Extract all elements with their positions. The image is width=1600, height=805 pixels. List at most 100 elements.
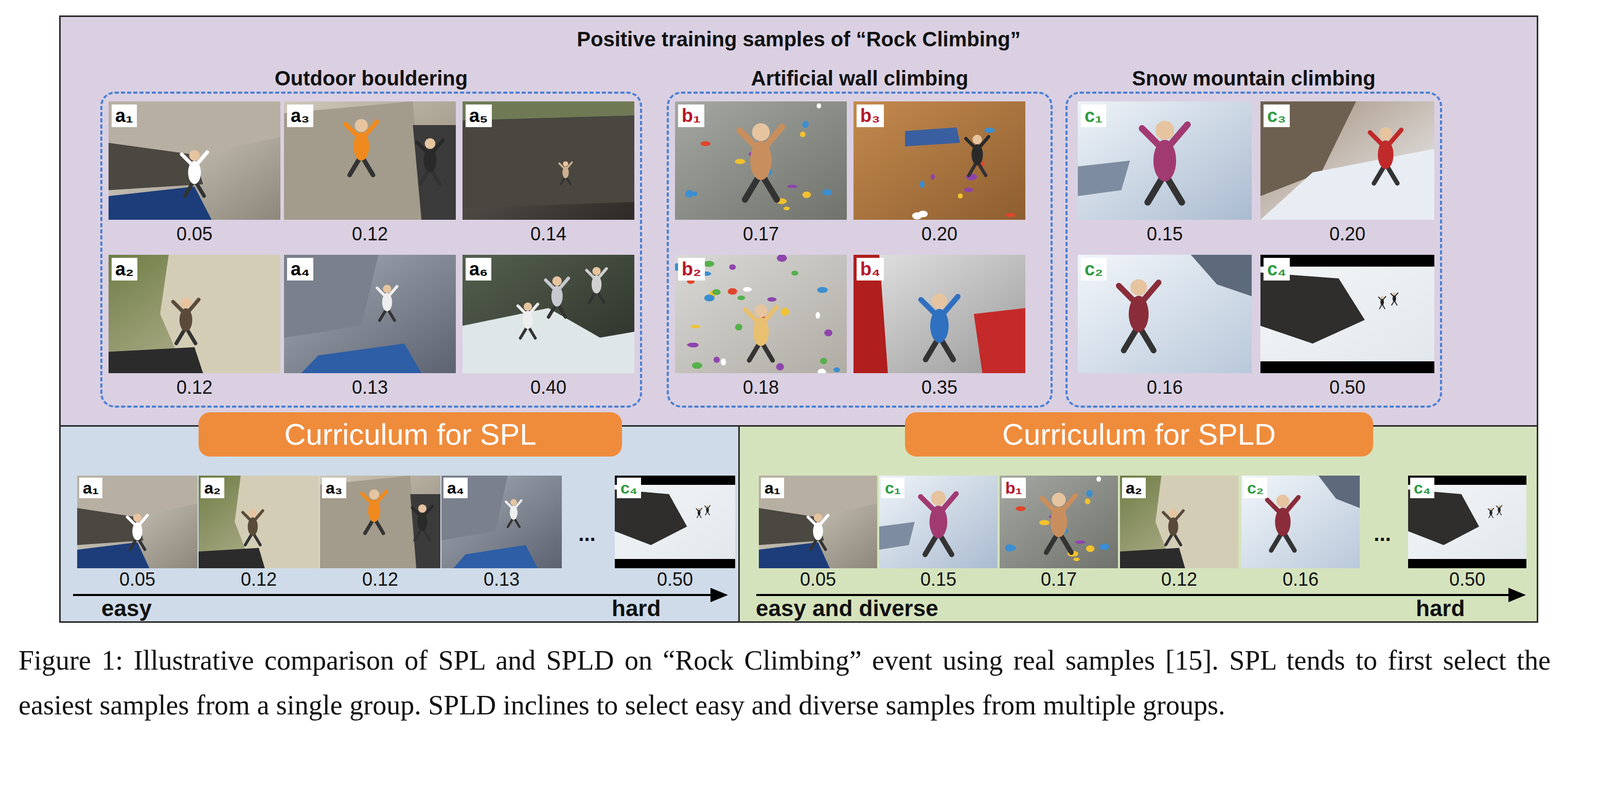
climber-figure — [704, 504, 711, 515]
sample-thumbnail: c₂ 0.16 — [1241, 475, 1360, 599]
text-slot: 0.12 — [1120, 569, 1239, 590]
climber-figure — [242, 508, 263, 545]
difficulty-score: 0.15 — [1077, 223, 1252, 245]
sample-label: c₄ — [1410, 477, 1435, 499]
climber-figure — [920, 293, 958, 360]
axis-label: easy — [101, 596, 152, 620]
group-box: Outdoor boulderinga₁0.05a₃0.12a₅0.14a₂0.… — [100, 63, 643, 408]
text-slot: c₁ — [881, 477, 905, 499]
sample-label: a₁ — [111, 104, 137, 128]
text-slot: c₂ — [1243, 477, 1268, 499]
text-slot: 0.16 — [1077, 377, 1252, 398]
text-slot: 0.13 — [441, 569, 562, 590]
text-slot: easy and diverse — [755, 596, 939, 620]
text-slot: a₃ — [322, 477, 347, 499]
text-slot: a₅ — [465, 104, 492, 128]
sample-thumbnail: c₃ 0.20 — [1260, 101, 1435, 251]
axis-label: hard — [1415, 596, 1465, 620]
text-slot: c₂ — [1080, 257, 1107, 281]
sample-thumbnail: c₁ 0.15 — [1077, 101, 1252, 251]
text-slot: easy — [101, 596, 152, 620]
climber-figure — [1378, 295, 1386, 309]
sample-thumbnail: c₄ 0.50 — [614, 475, 736, 599]
sample-label: b₄ — [856, 257, 884, 281]
climber-figure — [377, 284, 398, 320]
curriculum-panel: Curriculum for SPL...easyharda₁0.05a₂0.1… — [59, 426, 740, 623]
difficulty-score: 0.12 — [320, 569, 441, 590]
climber-figure — [345, 118, 378, 175]
climber-figure — [1042, 492, 1076, 553]
difficulty-score: 0.16 — [1241, 569, 1360, 590]
text-slot: 0.20 — [1260, 223, 1435, 245]
difficulty-score: 0.50 — [1408, 569, 1527, 590]
figure-caption: Figure 1: Illustrative comparison of SPL… — [18, 637, 1551, 728]
sample-thumbnail: a₂0.12 — [198, 475, 319, 599]
sample-label: c₁ — [1080, 104, 1107, 128]
text-slot: 0.20 — [853, 223, 1026, 245]
sample-thumbnail: a₃0.12 — [283, 101, 456, 251]
text-slot: a₄ — [287, 257, 314, 281]
climber-figure — [965, 134, 989, 176]
sample-label: a₅ — [465, 104, 492, 128]
sample-label: a₁ — [79, 477, 103, 499]
difficulty-score: 0.17 — [674, 223, 847, 245]
difficulty-score: 0.13 — [283, 377, 456, 398]
sample-thumbnail: a₁ 0.05 — [77, 475, 198, 599]
climber-figure — [1496, 504, 1503, 515]
text-slot: 0.17 — [674, 223, 847, 245]
text-slot: Artificial wall climbing — [666, 65, 1053, 92]
climber-figure — [559, 161, 573, 185]
axis-label: hard — [611, 596, 661, 620]
text-slot: hard — [1415, 596, 1465, 620]
climber-figure — [745, 304, 777, 361]
axis-label: easy and diverse — [755, 596, 939, 620]
text-slot: b₁ — [678, 104, 705, 128]
text-slot: a₃ — [287, 104, 314, 128]
climber-figure — [545, 276, 569, 317]
group-heading: Outdoor bouldering — [100, 65, 643, 92]
group-heading: Artificial wall climbing — [666, 65, 1053, 92]
difficulty-score: 0.35 — [853, 377, 1026, 398]
difficulty-score: 0.40 — [462, 377, 635, 398]
text-slot: Curriculum for SPL — [198, 412, 622, 457]
difficulty-score: 0.15 — [879, 569, 998, 590]
text-slot: 0.05 — [77, 569, 198, 590]
sample-label: b₃ — [856, 104, 884, 128]
text-slot: a₁ — [111, 104, 137, 128]
difficulty-score: 0.12 — [1120, 569, 1239, 590]
text-slot: Figure 1: Illustrative comparison of SPL… — [18, 637, 1551, 728]
sample-label: b₂ — [678, 257, 705, 281]
difficulty-score: 0.12 — [108, 377, 281, 398]
sample-label: c₄ — [1263, 257, 1290, 281]
difficulty-score: 0.05 — [758, 569, 878, 590]
climber-figure — [362, 489, 387, 533]
climber-figure — [417, 138, 443, 185]
text-slot: a₆ — [465, 257, 492, 281]
difficulty-score: 0.20 — [853, 223, 1026, 245]
sample-label: c₂ — [1080, 257, 1107, 281]
sample-thumbnail: b₁ 0.17 — [999, 475, 1118, 599]
difficulty-score: 0.17 — [999, 569, 1118, 590]
text-slot: 0.50 — [614, 569, 736, 590]
difficulty-score: 0.50 — [1260, 377, 1435, 398]
climber-figure — [586, 267, 607, 303]
difficulty-score: 0.20 — [1260, 223, 1435, 245]
samples-panel: Positive training samples of “Rock Climb… — [59, 15, 1539, 427]
sample-thumbnail: b₄ 0.35 — [853, 254, 1026, 404]
sample-label: a₃ — [322, 477, 347, 499]
sample-label: c₃ — [1263, 104, 1290, 128]
ellipsis: ... — [566, 520, 608, 547]
climber-figure — [127, 513, 148, 550]
climber-figure — [808, 513, 829, 550]
text-slot: 0.15 — [879, 569, 998, 590]
difficulty-score: 0.05 — [77, 569, 198, 590]
climber-figure — [920, 490, 956, 555]
climber-figure — [1488, 507, 1495, 518]
text-slot: b₁ — [1001, 477, 1026, 499]
difficulty-score: 0.13 — [441, 569, 562, 590]
sample-label: c₄ — [616, 477, 642, 499]
text-slot: b₄ — [856, 257, 884, 281]
text-slot: 0.16 — [1241, 569, 1360, 590]
text-slot: a₁ — [79, 477, 103, 499]
